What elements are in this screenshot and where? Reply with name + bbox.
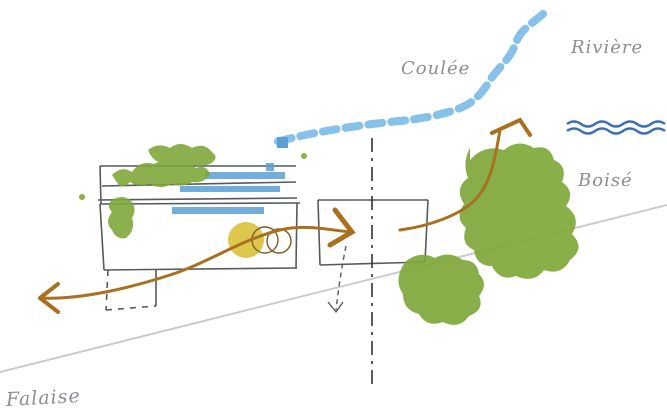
coulee-stream-end [277, 137, 288, 148]
down-arrow [328, 246, 346, 312]
sun-mark [228, 222, 264, 258]
label-boise: Boisé [578, 170, 633, 191]
label-falaise: Falaise [5, 385, 81, 411]
river-symbol [567, 122, 665, 134]
label-riviere: Rivière [571, 37, 643, 58]
label-coulee: Coulée [401, 58, 470, 79]
vegetation-right [398, 143, 578, 324]
